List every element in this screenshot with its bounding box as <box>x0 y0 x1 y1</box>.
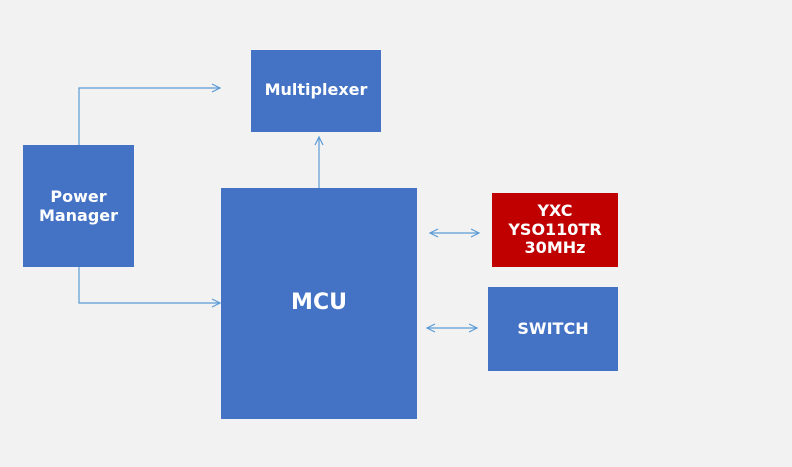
arrowhead-multiplexer-bottom <box>314 135 324 146</box>
arrowhead-switch-right <box>468 323 479 333</box>
oscillator-block: YXC YSO110TR 30MHz <box>492 193 618 267</box>
oscillator-label-line-1: YXC <box>537 201 573 221</box>
connector-power-to-multiplexer <box>78 87 220 145</box>
power-manager-block: Power Manager <box>23 145 134 267</box>
power-manager-label-line-1: Power <box>50 186 107 206</box>
arrowhead-mcu-left <box>211 298 222 308</box>
multiplexer-block: Multiplexer <box>251 50 381 132</box>
arrowhead-multiplexer <box>211 83 222 93</box>
arrowhead-oscillator-left <box>428 228 439 238</box>
oscillator-label-line-2: YSO110TR <box>508 219 602 239</box>
power-manager-label-line-2: Manager <box>38 206 119 225</box>
switch-label: SWITCH <box>517 319 589 339</box>
multiplexer-label: Multiplexer <box>264 80 368 100</box>
mcu-label: MCU <box>291 290 347 316</box>
arrowhead-switch-left <box>425 323 436 333</box>
switch-block: SWITCH <box>488 287 618 371</box>
oscillator-label-line-3: 30MHz <box>524 238 586 258</box>
mcu-block: MCU <box>221 188 417 419</box>
connector-power-to-mcu <box>78 266 220 304</box>
arrowhead-oscillator-right <box>470 228 481 238</box>
